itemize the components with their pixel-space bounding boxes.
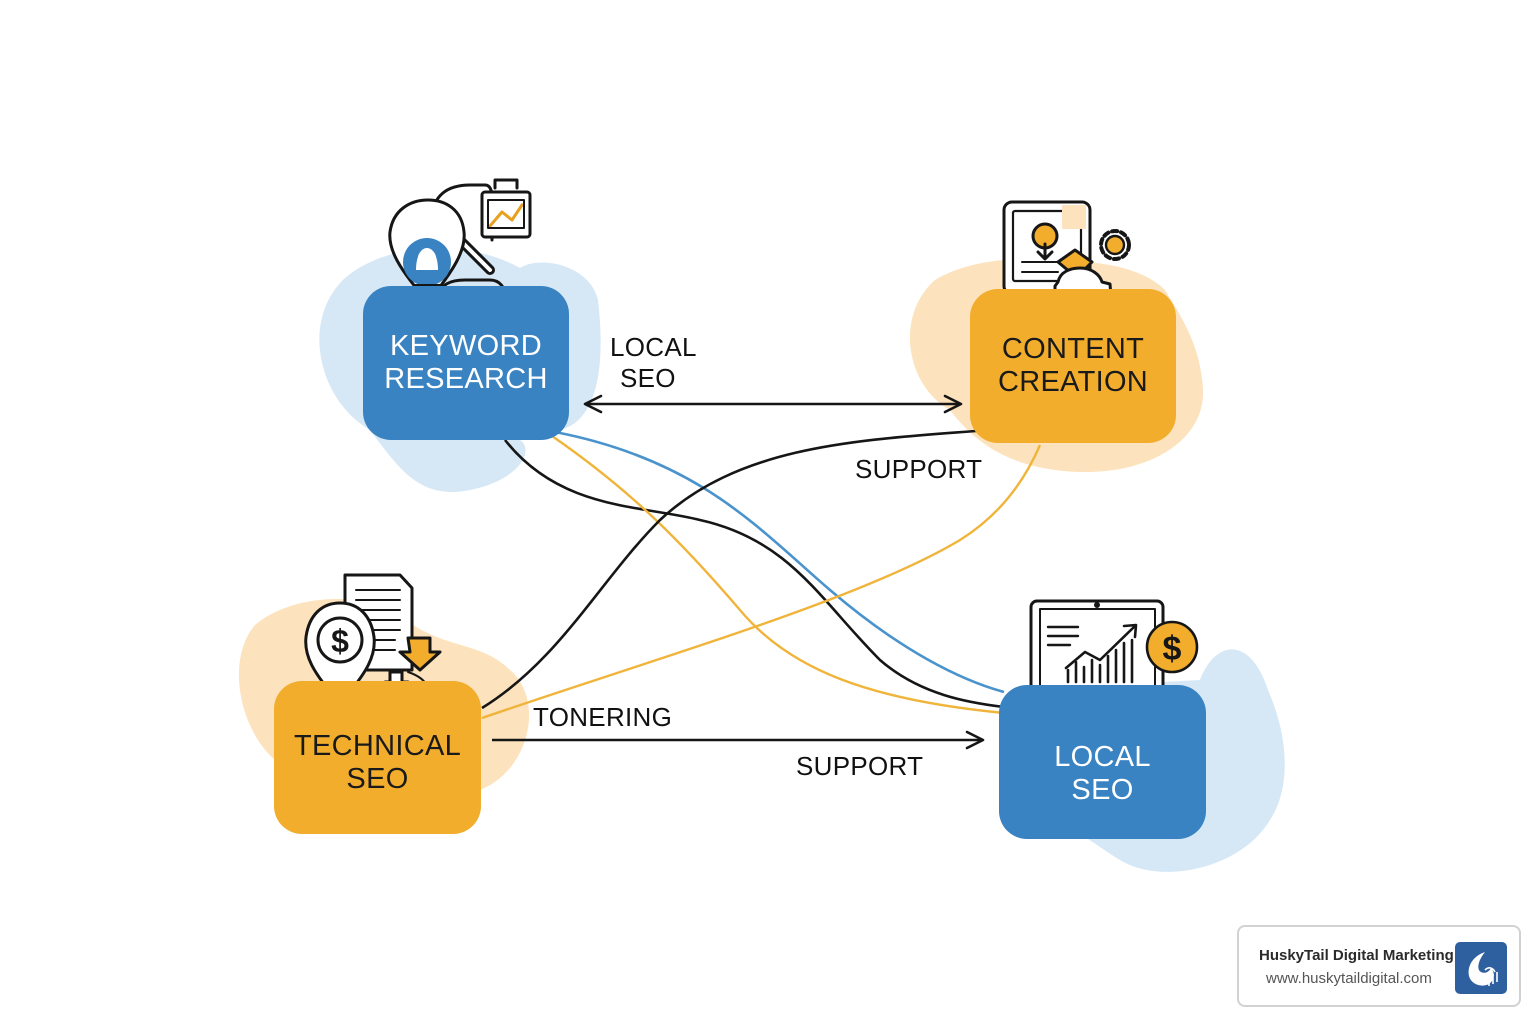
watermark-title: HuskyTail Digital Marketing	[1259, 947, 1454, 964]
node-keyword-research-line1: KEYWORD	[390, 330, 542, 362]
connector-keyword-to-local-black	[503, 439, 1005, 709]
label-local-seo-line2: SEO	[620, 363, 676, 393]
node-keyword-research: KEYWORD RESEARCH	[363, 286, 569, 440]
watermark-badge: HuskyTail Digital Marketing www.huskytai…	[1237, 925, 1521, 1007]
node-local-seo-line2: SEO	[1071, 774, 1134, 806]
connector-keyword-to-local-blue	[554, 430, 1005, 694]
connector-technical-to-content-black	[481, 429, 977, 710]
node-local-seo-line1: LOCAL	[1054, 741, 1151, 773]
label-local-seo-line1: LOCAL	[610, 332, 697, 362]
node-technical-seo-line1: TECHNICAL	[293, 729, 462, 762]
label-support-lower: SUPPORT	[796, 751, 924, 781]
watermark-url: www.huskytaildigital.com	[1266, 970, 1432, 987]
node-keyword-research-line2: RESEARCH	[384, 363, 548, 395]
svg-text:$: $	[1163, 630, 1182, 668]
svg-text:$: $	[331, 623, 349, 659]
map-pin-microscope-chart-icon	[388, 178, 532, 304]
husky-tail-logo-icon	[1455, 942, 1507, 994]
node-technical-seo: TECHNICAL SEO	[274, 681, 481, 834]
connector-keyword-to-local-orange	[551, 435, 1005, 715]
node-technical-seo-line2: SEO	[346, 762, 409, 795]
node-content-creation-line2: CREATION	[997, 366, 1149, 398]
node-local-seo: LOCAL SEO	[999, 685, 1206, 839]
label-tonering: TONERING	[533, 702, 673, 732]
node-content-creation-line1: CONTENT	[1001, 333, 1145, 365]
tablet-download-gear-icon	[1002, 200, 1131, 312]
laptop-growth-chart-dollar-icon: $	[1018, 599, 1199, 705]
node-content-creation: CONTENT CREATION	[970, 289, 1176, 443]
label-support-upper: SUPPORT	[855, 454, 983, 484]
connector-technical-to-content-orange	[481, 444, 1042, 720]
